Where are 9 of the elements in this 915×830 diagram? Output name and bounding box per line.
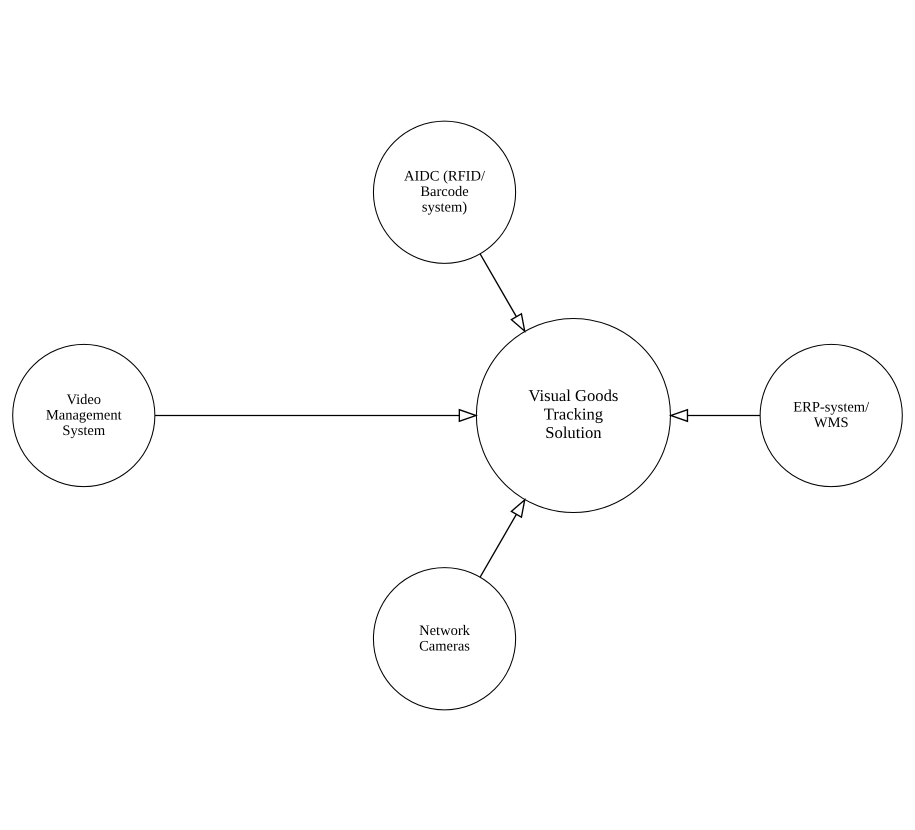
node-circle: AIDC (RFID/ Barcode system) — [372, 120, 516, 264]
node-circle: Video Management System — [12, 343, 156, 487]
node-circle: ERP-system/ WMS — [760, 343, 903, 487]
node-circle: Visual Goods Tracking Solution — [476, 317, 671, 513]
arrow — [154, 408, 478, 422]
arrow — [480, 498, 526, 577]
arrow — [668, 408, 760, 422]
node-circle: Network Cameras — [372, 566, 516, 710]
arrow — [480, 253, 526, 332]
